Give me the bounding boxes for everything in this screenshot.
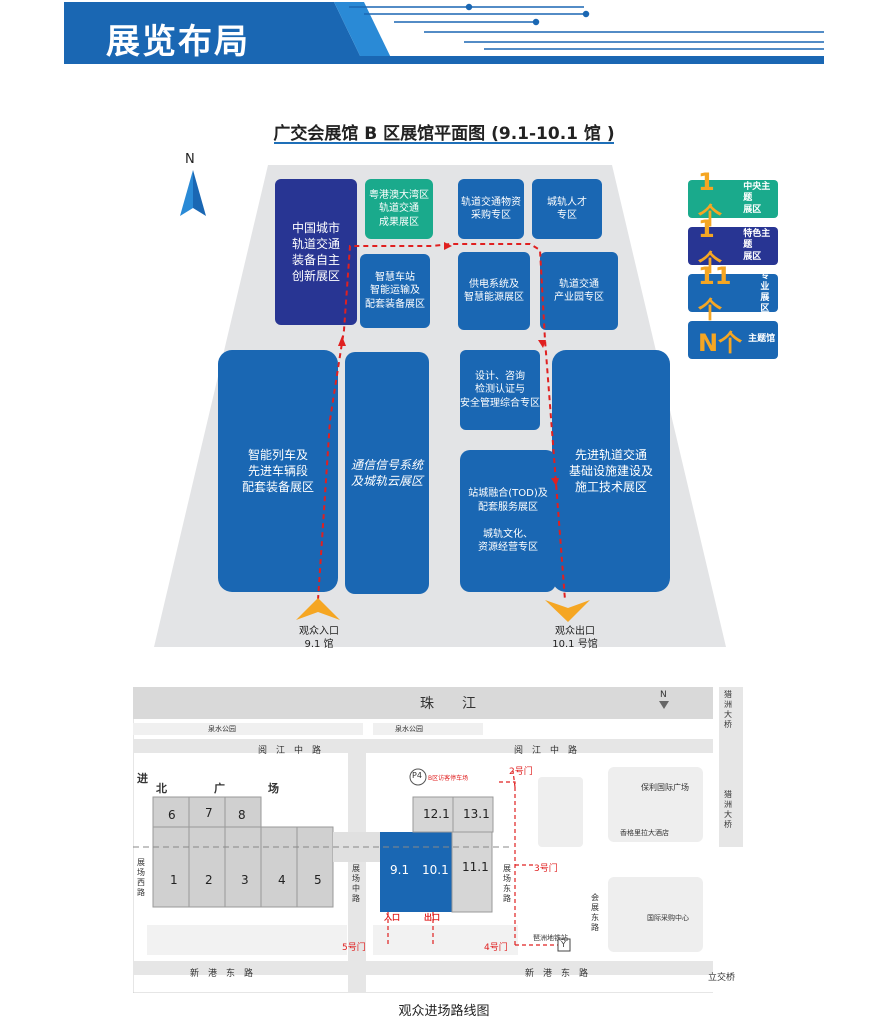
map-exit: 出口 (424, 913, 440, 922)
park-label-1: 泉水公园 (208, 725, 236, 733)
floorplan-title: 广交会展馆 B 区展馆平面图 (9.1-10.1 馆 ) (273, 124, 615, 144)
legend-featured-label: 特色主题 展区 (743, 229, 771, 262)
road-liede-bridge-2: 猎 洲 大 桥 (724, 790, 732, 829)
sitemap-caption: 观众进场路线图 (398, 1004, 490, 1019)
legend-central-label: 中央主题 展区 (743, 182, 771, 215)
zone-signal: 通信信号系统 及城轨云展区 (345, 352, 429, 594)
zone-smart-station: 智慧车站 智能运输及 配套装备展区 (360, 254, 430, 328)
hall-10-1: 10.1 (422, 863, 449, 877)
gate-5: 5号门 (342, 943, 366, 953)
road-yuejiang-west: 阅 江 中 路 (258, 746, 322, 756)
north-arrow-icon (180, 170, 206, 216)
interchange-label: 立交桥 (708, 973, 736, 983)
hall-3: 3 (241, 873, 249, 887)
zone-industrial-park: 轨道交通 产业园专区 (540, 252, 618, 330)
zone-infrastructure: 先进轨道交通 基础设施建设及 施工技术展区 (552, 350, 670, 592)
shangrila-hotel: 香格里拉大酒店 (620, 829, 669, 837)
legend-central: 1个 中央主题 展区 (688, 168, 778, 230)
zone-gba: 粤港澳大湾区 轨道交通 成果展区 (365, 179, 433, 239)
road-xingang-east: 新 港 东 路 (525, 969, 589, 979)
exit-label: 观众出口 10.1 号馆 (552, 626, 598, 650)
zone-tod: 站城融合(TOD)及 配套服务展区 城轨文化、 资源经营专区 (460, 450, 556, 592)
zone-design: 设计、咨询 检测认证与 安全管理综合专区 (460, 350, 540, 430)
hall-11-1: 11.1 (462, 860, 489, 874)
road-yuejiang-east: 阅 江 中 路 (514, 746, 578, 756)
road-xingang-west: 新 港 东 路 (190, 969, 254, 979)
zone-china-rail: 中国城市 轨道交通 装备自主 创新展区 (275, 179, 357, 325)
legend-featured: 1个 特色主题 展区 (688, 215, 778, 277)
hall-7: 7 (205, 806, 213, 820)
purchase-center: 国际采购中心 (647, 914, 689, 922)
legend-professional-num: 11个 (698, 261, 732, 324)
hall-4: 4 (278, 873, 286, 887)
legend-featured-num: 1个 (698, 214, 722, 277)
title-underline (274, 142, 614, 144)
legend-central-num: 1个 (698, 167, 722, 230)
zone-procurement: 轨道交通物资 采购专区 (458, 179, 524, 239)
hall-12-1: 12.1 (423, 807, 450, 821)
park-label-2: 泉水公园 (395, 725, 423, 733)
hall-13-1: 13.1 (463, 807, 490, 821)
site-map (133, 687, 757, 993)
zone-train: 智能列车及 先进车辆段 配套装备展区 (218, 350, 338, 592)
road-west: 展 场 西 路 (137, 858, 145, 897)
plaza-bei: 北 (156, 782, 167, 795)
hall-9-1: 9.1 (390, 863, 410, 877)
parking-label: B区访客停车场 (428, 775, 469, 782)
legend-theme-num: N个 (698, 328, 743, 357)
road-middle: 展 场 中 路 (352, 864, 360, 903)
banner-graphic (64, 2, 824, 64)
metro-icon: Y (561, 940, 566, 949)
hall-5: 5 (314, 873, 322, 887)
river-label: 珠 江 (420, 696, 476, 712)
gate-3: 3号门 (534, 864, 558, 874)
legend-theme-hall: N个 主题馆 (688, 321, 778, 359)
hall-2: 2 (205, 873, 213, 887)
hall-6: 6 (168, 808, 176, 822)
hall-1: 1 (170, 873, 178, 887)
road-huizhan-east: 会 展 东 路 (591, 893, 599, 932)
plaza-guang: 广 (214, 782, 225, 795)
hall-8: 8 (238, 808, 246, 822)
road-east: 展 场 东 路 (503, 864, 511, 903)
legend-professional-label: 专业 展区 (760, 270, 770, 315)
legend-professional: 11个 专业 展区 (688, 262, 778, 324)
parking-icon: P4 (412, 771, 422, 780)
gate-2: 2号门 (509, 767, 533, 777)
legend-theme-label: 主题馆 (748, 334, 776, 345)
map-north-label: N (660, 690, 667, 700)
entrance-label: 观众入口 9.1 馆 (299, 626, 339, 650)
plaza-jin: 进 (137, 772, 148, 785)
north-label: N (185, 152, 195, 167)
plaza-chang: 场 (268, 782, 279, 795)
gate-4: 4号门 (484, 943, 508, 953)
metro-station: 琶洲地铁站 (533, 934, 568, 942)
header-banner: 展览布局 (64, 2, 824, 64)
zone-talent: 城轨人才 专区 (532, 179, 602, 239)
banner-title: 展览布局 (106, 22, 250, 62)
zone-power: 供电系统及 智慧能源展区 (458, 252, 530, 330)
map-entrance: 入口 (384, 913, 400, 922)
road-liede-bridge-1: 猎 洲 大 桥 (724, 690, 732, 729)
poly-plaza: 保利国际广场 (641, 783, 689, 792)
